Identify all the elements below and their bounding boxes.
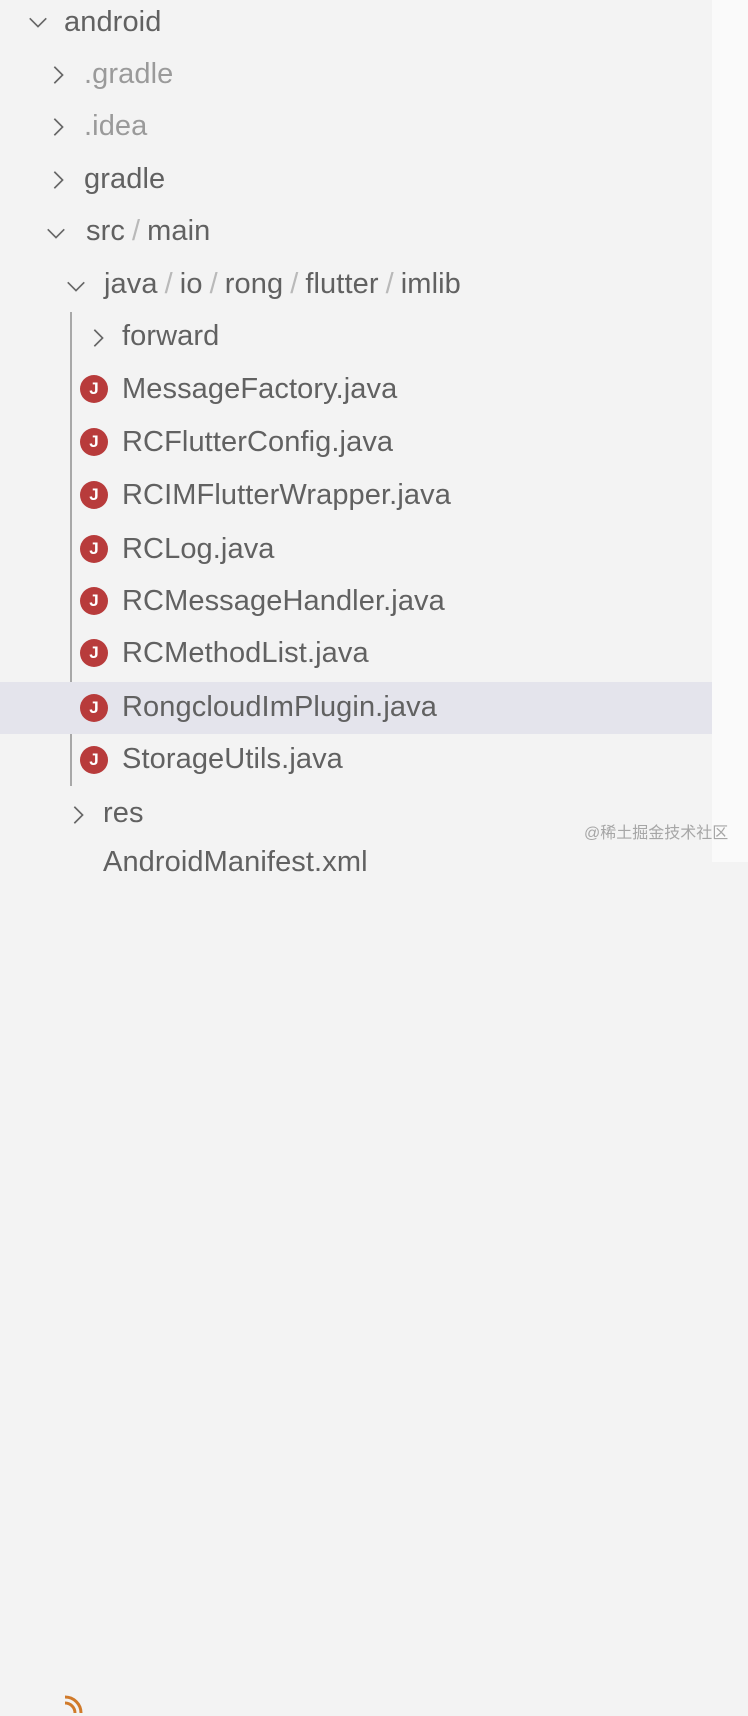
file-explorer-panel: android .gradle .idea gradle src/main (0, 0, 712, 1714)
tree-item-dot-idea[interactable]: .idea (0, 102, 712, 154)
tree-item-label: .gradle (84, 58, 174, 90)
java-file-icon: J (80, 639, 108, 667)
path-separator: / (164, 268, 173, 300)
tree-item-label: forward (122, 320, 220, 352)
path-separator: / (131, 215, 141, 247)
chevron-right-icon[interactable] (46, 115, 70, 139)
tree-item-java-file[interactable]: J RCIMFlutterWrapper.java (0, 471, 712, 523)
tree-item-label: RCFlutterConfig.java (122, 426, 394, 458)
java-file-icon: J (80, 535, 108, 563)
path-segment: src (86, 215, 125, 247)
path-separator: / (209, 268, 218, 300)
tree-item-java-file[interactable]: J RCMethodList.java (0, 629, 712, 681)
path-segment: flutter (305, 268, 379, 300)
tree-item-java-file[interactable]: J RCMessageHandler.java (0, 577, 712, 629)
tree-item-dot-gradle[interactable]: .gradle (0, 50, 712, 102)
path-segment: imlib (400, 268, 461, 300)
tree-item-android-manifest[interactable]: AndroidManifest.xml (0, 842, 712, 1714)
tree-item-label: res (103, 797, 144, 829)
tree-item-android[interactable]: android (0, 0, 712, 52)
chevron-right-icon[interactable] (66, 803, 90, 827)
chevron-right-icon[interactable] (46, 168, 70, 192)
tree-item-res[interactable]: res (0, 789, 712, 841)
tree-item-label: RCIMFlutterWrapper.java (122, 479, 451, 511)
tree-item-label: StorageUtils.java (122, 743, 343, 775)
tree-item-label: MessageFactory.java (122, 373, 398, 405)
path-segment: rong (224, 268, 284, 300)
java-file-icon: J (80, 375, 108, 403)
tree-item-label: src/main (86, 215, 210, 248)
chevron-down-icon[interactable] (26, 10, 50, 34)
tree-item-label: RCMethodList.java (122, 637, 369, 669)
java-file-icon: J (80, 746, 108, 774)
chevron-right-icon[interactable] (46, 63, 70, 87)
watermark: @稀土掘金技术社区 (584, 825, 729, 842)
path-separator: / (290, 268, 299, 300)
chevron-down-icon[interactable] (64, 274, 88, 298)
tree-item-java-package[interactable]: java/io/rong/flutter/imlib (0, 260, 712, 312)
chevron-down-icon[interactable] (44, 221, 68, 245)
tree-item-java-file-selected[interactable]: J RongcloudImPlugin.java (0, 682, 712, 734)
tree-item-label: .idea (84, 110, 148, 142)
indent-guide (70, 312, 72, 786)
tree-item-java-file[interactable]: J StorageUtils.java (0, 735, 712, 787)
tree-item-label: RCMessageHandler.java (122, 585, 445, 617)
tree-item-label: RCLog.java (122, 533, 275, 565)
java-file-icon: J (80, 587, 108, 615)
path-segment: java (104, 268, 158, 300)
tree-item-label: gradle (84, 163, 166, 195)
path-separator: / (385, 268, 394, 300)
tree-item-java-file[interactable]: J RCLog.java (0, 525, 712, 577)
tree-item-gradle[interactable]: gradle (0, 155, 712, 207)
java-file-icon: J (80, 428, 108, 456)
java-file-icon: J (80, 481, 108, 509)
tree-item-label: java/io/rong/flutter/imlib (104, 268, 461, 301)
path-segment: io (179, 268, 203, 300)
chevron-right-icon[interactable] (86, 326, 110, 350)
tree-item-src-main[interactable]: src/main (0, 207, 712, 259)
scrollbar-track[interactable] (712, 0, 748, 862)
tree-item-forward[interactable]: forward (0, 312, 712, 364)
tree-item-label: AndroidManifest.xml (103, 846, 368, 878)
tree-item-label: RongcloudImPlugin.java (122, 691, 437, 723)
xml-file-icon (64, 1695, 83, 1714)
tree-item-java-file[interactable]: J RCFlutterConfig.java (0, 418, 712, 470)
tree-item-label: android (64, 6, 162, 38)
path-segment: main (147, 215, 211, 247)
tree-item-java-file[interactable]: J MessageFactory.java (0, 365, 712, 417)
java-file-icon: J (80, 694, 108, 722)
